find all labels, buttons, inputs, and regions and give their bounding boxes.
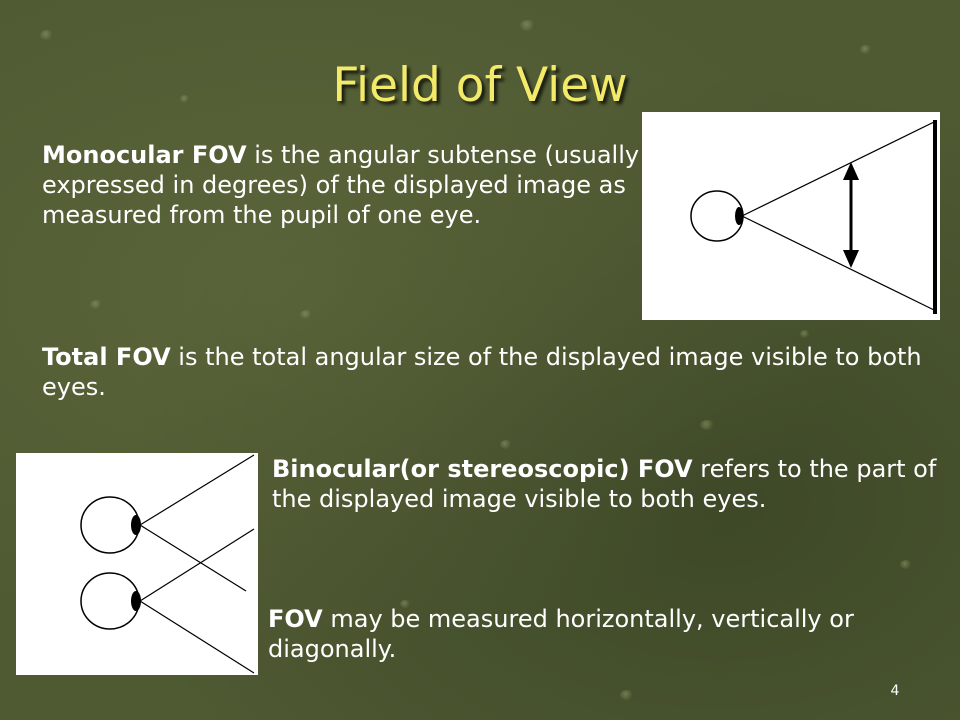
eye-circle-bottom	[80, 572, 140, 630]
ray-top-lower	[139, 524, 247, 592]
background-dot	[300, 310, 313, 319]
monocular-fov-diagram	[690, 120, 937, 314]
binocular-fov-text: refers to the part of the displayed imag…	[272, 455, 937, 513]
background-dot	[900, 560, 912, 569]
ray-bottom-lower	[139, 600, 255, 674]
monocular-fov-figure	[642, 112, 940, 320]
background-dot	[500, 440, 512, 449]
background-dot	[180, 95, 190, 103]
total-fov-paragraph: Total FOV is the total angular size of t…	[42, 342, 942, 402]
term-total-fov: Total FOV	[42, 343, 171, 371]
fov-measurement-text: may be measured horizontally, vertically…	[268, 605, 854, 664]
monocular-fov-paragraph: Monocular FOV is the angular subtense (u…	[42, 140, 642, 231]
background-dot	[520, 20, 536, 31]
term-fov: FOV	[268, 605, 323, 633]
term-binocular-fov: Binocular(or stereoscopic) FOV	[272, 455, 693, 483]
pupil	[735, 207, 743, 225]
arrow-head-down	[843, 250, 859, 268]
arrow-head-up	[843, 162, 859, 180]
background-dot	[40, 30, 54, 40]
eye-circle-top	[80, 496, 140, 554]
background-dot	[400, 600, 411, 608]
background-dot	[620, 690, 634, 700]
fov-measurement-paragraph: FOV may be measured horizontally, vertic…	[268, 604, 948, 664]
background-dot	[90, 300, 103, 309]
background-dot	[860, 45, 872, 54]
monocular-fov-text: is the angular subtense (usually express…	[42, 141, 640, 230]
fov-ray-lower	[741, 215, 935, 311]
binocular-fov-paragraph: Binocular(or stereoscopic) FOV refers to…	[272, 455, 952, 515]
page-number: 4	[890, 683, 900, 699]
ray-top-upper	[139, 454, 255, 526]
ray-bottom-upper	[139, 528, 255, 602]
fov-ray-upper	[741, 121, 935, 217]
background-dot	[700, 420, 715, 430]
pupil-top	[131, 515, 141, 535]
term-monocular-fov: Monocular FOV	[42, 141, 247, 169]
binocular-fov-diagram	[80, 454, 255, 674]
slide-title: Field of View	[332, 58, 628, 113]
binocular-fov-figure	[16, 453, 258, 675]
pupil-bottom	[131, 591, 141, 611]
background-dot	[800, 330, 810, 338]
total-fov-text: is the total angular size of the display…	[42, 343, 922, 402]
